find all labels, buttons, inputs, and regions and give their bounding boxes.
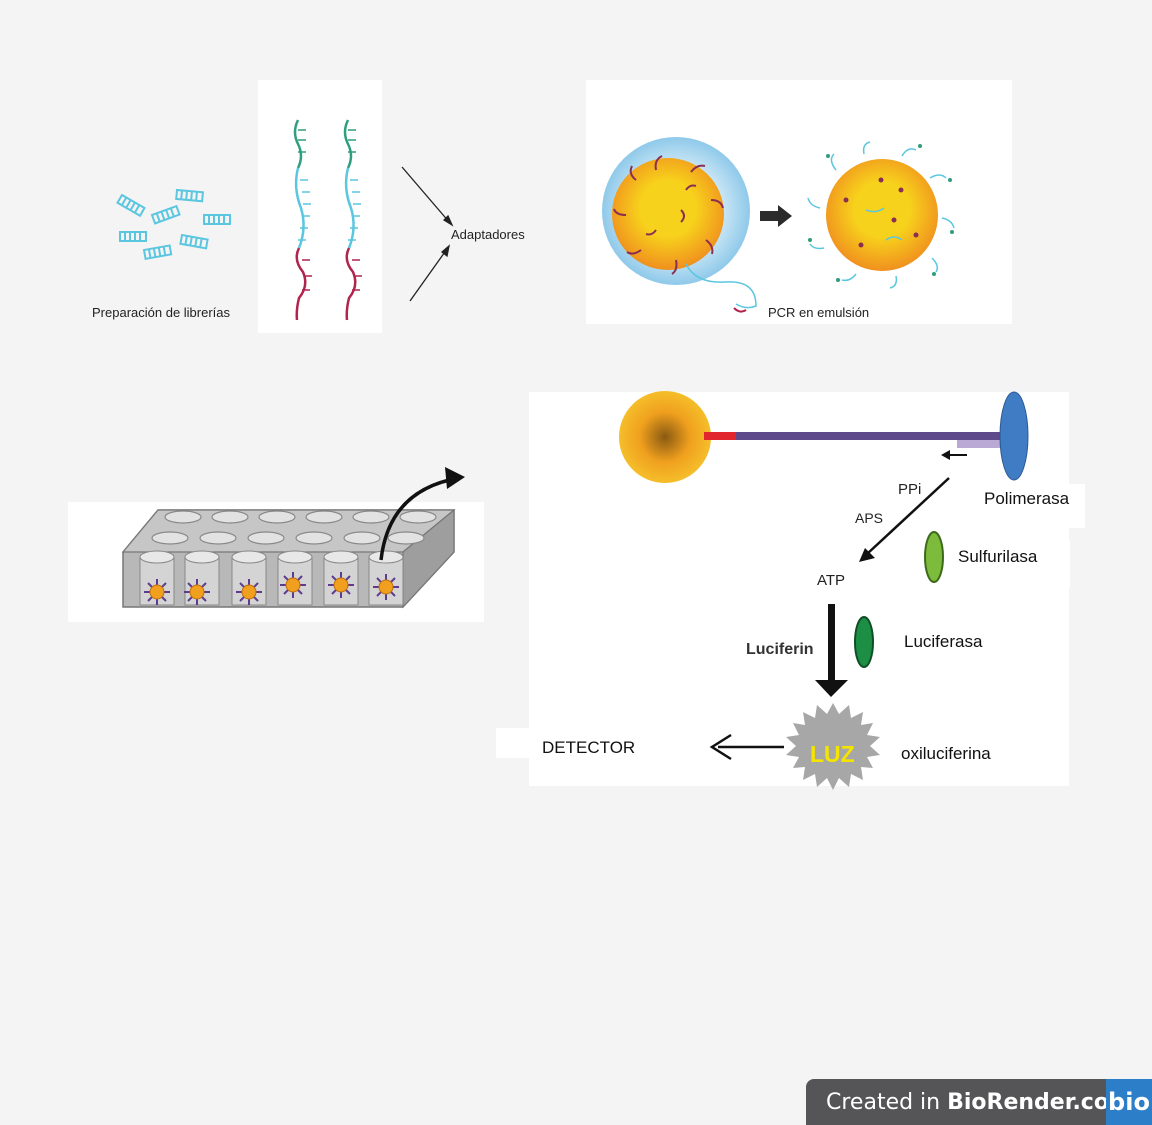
pyrosequencing-diagram bbox=[619, 391, 1029, 790]
light-burst-icon bbox=[786, 703, 880, 790]
polimerasa-label-box: Polimerasa bbox=[975, 484, 1085, 528]
watermark-prefix: Created in bbox=[826, 1090, 948, 1115]
luz-label: LUZ bbox=[810, 741, 855, 767]
adapter-pointer-arrows bbox=[401, 166, 454, 302]
pyrosequencing-panel: PPi APS ATP Luciferin LUZ oxiluciferina … bbox=[529, 391, 1069, 790]
emulsion-pcr-panel: PCR en emulsión bbox=[586, 80, 1012, 324]
picotiter-plate-panel bbox=[68, 502, 484, 622]
biorender-logo-icon: bio bbox=[1106, 1079, 1152, 1125]
curved-arrow-icon bbox=[379, 467, 465, 561]
detector-label: DETECTOR bbox=[542, 738, 636, 757]
library-prep-label: Preparación de librerías bbox=[92, 305, 231, 320]
aps-label: APS bbox=[855, 510, 884, 526]
detector-label-box: DETECTOR bbox=[496, 728, 686, 758]
adapters-label: Adaptadores bbox=[451, 227, 525, 242]
bead-icon bbox=[619, 391, 711, 483]
sulfurilasa-label: Sulfurilasa bbox=[958, 547, 1038, 566]
right-arrow-icon bbox=[760, 205, 792, 227]
luciferasa-label: Luciferasa bbox=[904, 632, 983, 651]
dna-fragments-icon bbox=[116, 188, 231, 261]
emulsion-pcr-label: PCR en emulsión bbox=[768, 305, 870, 320]
watermark-text: Created in BioRender.com bbox=[826, 1090, 1132, 1115]
watermark-brand: BioRender.com bbox=[947, 1090, 1132, 1115]
luciferin-label: Luciferin bbox=[746, 641, 814, 658]
sulfurilasa-label-box: Sulfurilasa bbox=[950, 541, 1070, 587]
ppi-label: PPi bbox=[898, 481, 922, 498]
polimerasa-label: Polimerasa bbox=[984, 489, 1070, 508]
atp-label: ATP bbox=[817, 572, 846, 589]
amplified-bead-icon bbox=[807, 141, 955, 289]
picotiter-plate-icon bbox=[121, 508, 456, 609]
adapter-strands-panel bbox=[258, 80, 382, 333]
emulsion-droplet-icon bbox=[602, 137, 757, 313]
oxiluciferina-label: oxiluciferina bbox=[901, 744, 991, 763]
adapter-dna-strands bbox=[293, 119, 362, 321]
polymerase-icon bbox=[999, 391, 1029, 481]
biorender-watermark: Created in BioRender.com bio bbox=[806, 1079, 1152, 1125]
luciferase-icon bbox=[854, 616, 874, 668]
sulfurylase-icon bbox=[924, 531, 944, 583]
